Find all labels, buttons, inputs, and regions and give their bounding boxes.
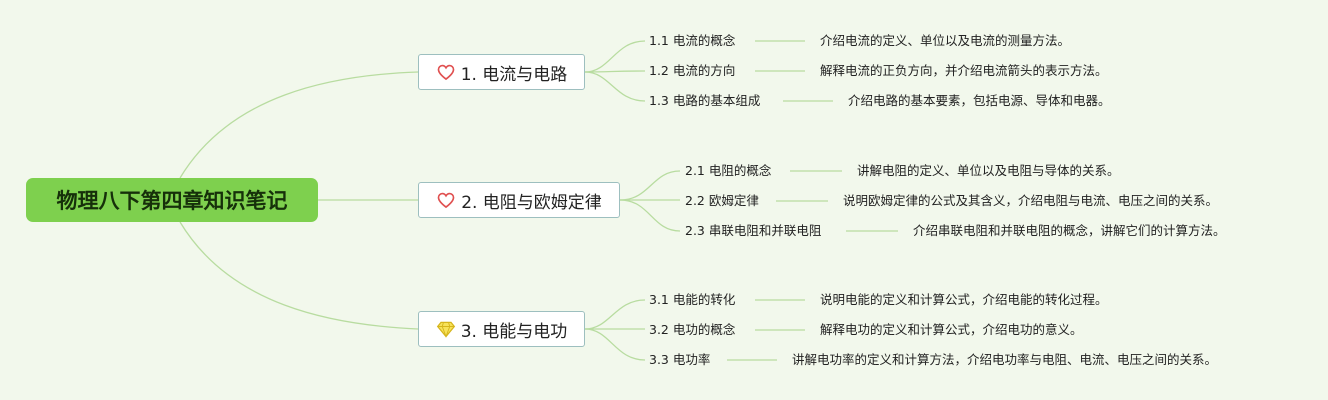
branch-node-3[interactable]: 3. 电能与电功 [418, 311, 585, 347]
branch-node-1[interactable]: 1. 电流与电路 [418, 54, 585, 90]
leaf-node-3-3[interactable]: 3.3 电功率 [649, 352, 711, 367]
connector-b2-l1 [619, 170, 681, 201]
connector-b3-l3 [584, 328, 646, 361]
branch-node-1-label: 1. 电流与电路 [460, 64, 568, 85]
leaf-desc-3-3[interactable]: 讲解电功率的定义和计算方法，介绍电功率与电阻、电流、电压之间的关系。 [792, 352, 1218, 367]
leaf-desc-2-2[interactable]: 说明欧姆定律的公式及其含义，介绍电阻与电流、电压之间的关系。 [843, 193, 1219, 208]
root-node[interactable]: 物理八下第四章知识笔记 [26, 178, 318, 222]
leaf-desc-1-2[interactable]: 解释电流的正负方向，并介绍电流箭头的表示方法。 [820, 63, 1108, 78]
connector-root-branch-1 [179, 71, 419, 179]
connector-root-branch-3 [179, 221, 419, 330]
leaf-desc-1-3[interactable]: 介绍电路的基本要素，包括电源、导体和电器。 [848, 93, 1111, 108]
leaf-node-3-2[interactable]: 3.2 电功的概念 [649, 322, 736, 337]
gem-icon [436, 319, 456, 339]
leaf-node-3-1[interactable]: 3.1 电能的转化 [649, 292, 736, 307]
leaf-desc-3-2[interactable]: 解释电功的定义和计算公式，介绍电功的意义。 [820, 322, 1083, 337]
root-node-label: 物理八下第四章知识笔记 [56, 189, 288, 213]
leaf-node-1-3[interactable]: 1.3 电路的基本组成 [649, 93, 761, 108]
leaf-node-1-1[interactable]: 1.1 电流的概念 [649, 33, 736, 48]
branch-node-2-label: 2. 电阻与欧姆定律 [461, 192, 602, 213]
connector-b3-l1 [584, 299, 646, 330]
heart-icon [436, 62, 456, 82]
connector-b1-l3 [584, 71, 646, 102]
leaf-node-1-2[interactable]: 1.2 电流的方向 [649, 63, 736, 78]
branch-node-2[interactable]: 2. 电阻与欧姆定律 [418, 182, 620, 218]
leaf-desc-1-1[interactable]: 介绍电流的定义、单位以及电流的测量方法。 [820, 33, 1071, 48]
leaf-node-2-3[interactable]: 2.3 串联电阻和并联电阻 [685, 223, 822, 238]
leaf-desc-2-1[interactable]: 讲解电阻的定义、单位以及电阻与导体的关系。 [857, 163, 1120, 178]
leaf-node-2-1[interactable]: 2.1 电阻的概念 [685, 163, 772, 178]
branch-node-3-label: 3. 电能与电功 [460, 321, 568, 342]
leaf-node-2-2[interactable]: 2.2 欧姆定律 [685, 193, 759, 208]
connector-b2-l3 [619, 199, 681, 232]
connector-b1-l1 [584, 40, 646, 73]
leaf-desc-3-1[interactable]: 说明电能的定义和计算公式，介绍电能的转化过程。 [820, 292, 1108, 307]
heart-icon [436, 190, 456, 210]
leaf-desc-2-3[interactable]: 介绍串联电阻和并联电阻的概念，讲解它们的计算方法。 [913, 223, 1226, 238]
